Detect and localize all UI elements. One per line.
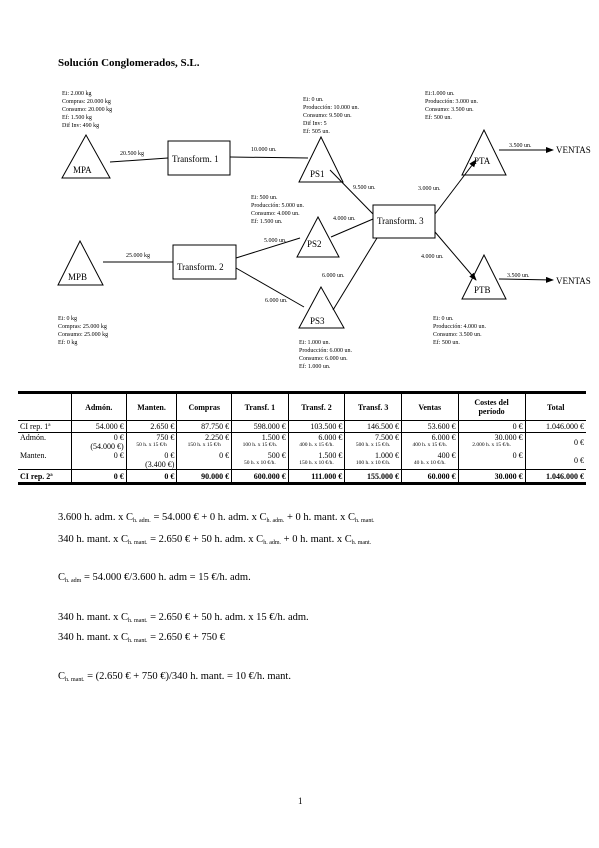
equation-3: Ch. adm = 54.000 €/3.600 h. adm = 15 €/h… (58, 572, 251, 584)
svg-text:Producción: 6.000 un.: Producción: 6.000 un. (299, 348, 352, 354)
flow-t3-pta: 3.000 un. (418, 186, 441, 192)
ptb-notes: Ei: 0 un. Producción: 4.000 un. Consumo:… (433, 316, 486, 346)
svg-text:Consumo: 4.000 un.: Consumo: 4.000 un. (251, 211, 300, 217)
ps3-notes: Ei: 1.000 un. Producción: 6.000 un. Cons… (299, 340, 352, 370)
page-number: 1 (298, 796, 303, 806)
flow-t3-ptb: 4.000 un. (421, 254, 444, 260)
mpb-label: MPB (68, 272, 87, 282)
transform-3-label: Transform. 3 (377, 216, 424, 226)
production-flow-diagram: MPA MPB PS1 PS2 PS3 PTA PTB Transform. 1… (57, 91, 591, 370)
pta-triangle (461, 128, 507, 176)
ps3-label: PS3 (310, 316, 325, 326)
equation-1: 3.600 h. adm. x Ch. adm. = 54.000 € + 0 … (58, 512, 375, 524)
ps3-triangle (298, 285, 345, 329)
document-title: Solución Conglomerados, S.L. (58, 57, 200, 69)
mpa-label: MPA (73, 165, 92, 175)
pta-notes: Ei:1.000 un. Producción: 3.000 un. Consu… (425, 91, 478, 121)
transform-1-label: Transform. 1 (172, 154, 219, 164)
svg-text:Ef: 1.500 kg: Ef: 1.500 kg (62, 114, 92, 121)
equation-6: Ch. mant. = (2.650 € + 750 €)/340 h. man… (58, 671, 291, 683)
svg-text:Ei: 0 un.: Ei: 0 un. (303, 97, 324, 103)
svg-text:Consumo: 25.000 kg: Consumo: 25.000 kg (58, 332, 108, 338)
ventas-label-b: VENTAS (556, 276, 591, 286)
flow-ps3-t3: 6.000 un. (322, 273, 345, 279)
flow-t1-ps1: 10.000 un. (251, 147, 277, 153)
transform-3-box (372, 204, 436, 239)
flow-t2-ps3: 6.000 un. (265, 298, 288, 304)
flow-mpa-t1: 20.500 kg (120, 151, 144, 157)
transform-2-box (172, 244, 237, 280)
ps2-notes: Ei: 500 un. Producción: 5.000 un. Consum… (251, 195, 304, 225)
table-row: CI rep. 2ª 0 € 0 € 90.000 € 600.000 € 11… (18, 469, 586, 485)
equation-4: 340 h. mant. x Ch. mant. = 2.650 € + 50 … (58, 612, 309, 624)
svg-text:Ei:1.000 un.: Ei:1.000 un. (425, 91, 455, 97)
equation-5: 340 h. mant. x Ch. mant. = 2.650 € + 750… (58, 632, 225, 644)
mpb-triangle (57, 239, 104, 286)
table-row: CI rep. 1ª 54.000 € 2.650 € 87.750 € 598… (18, 420, 586, 433)
ps1-label: PS1 (310, 169, 325, 179)
flow-ps2-t3: 4.000 un. (333, 216, 356, 222)
svg-text:Producción: 5.000 un.: Producción: 5.000 un. (251, 203, 304, 209)
svg-text:Consumo: 9.500 un.: Consumo: 9.500 un. (303, 113, 352, 119)
svg-text:Ef: 1.500 un.: Ef: 1.500 un. (251, 218, 283, 225)
svg-text:Producción: 4.000 un.: Producción: 4.000 un. (433, 324, 486, 330)
svg-text:Consumo: 6.000 un.: Consumo: 6.000 un. (299, 356, 348, 362)
svg-text:Producción: 10.000 un.: Producción: 10.000 un. (303, 105, 359, 111)
ps1-notes: Ei: 0 un. Producción: 10.000 un. Consumo… (303, 97, 359, 135)
ps2-label: PS2 (307, 239, 322, 249)
svg-text:Consumo: 3.500 un.: Consumo: 3.500 un. (425, 107, 474, 113)
cost-distribution-table: Admón. Manten. Compras Transf. 1 Transf.… (18, 391, 586, 485)
svg-text:Dif Inv: 5: Dif Inv: 5 (303, 120, 327, 127)
svg-text:Ef: 500 un.: Ef: 500 un. (425, 114, 452, 121)
flow-ps1-t3: 9.500 un. (353, 185, 376, 191)
svg-text:Consumo: 20.000 kg: Consumo: 20.000 kg (62, 107, 112, 113)
svg-text:Ef: 505 un.: Ef: 505 un. (303, 128, 330, 135)
svg-text:Consumo: 3.500 un.: Consumo: 3.500 un. (433, 332, 482, 338)
mpa-triangle (61, 133, 111, 179)
mpb-notes: Ei: 0 kg Compras: 25.000 kg Consumo: 25.… (58, 316, 108, 346)
table-header-row: Admón. Manten. Compras Transf. 1 Transf.… (18, 391, 586, 421)
flow-pta-ventas: 3.500 un. (509, 143, 532, 149)
table-row: Manten. 0 € 0 €(3.400 €) 0 € 500 €50 h. … (18, 451, 584, 470)
svg-text:Ef: 1.000 un.: Ef: 1.000 un. (299, 363, 331, 370)
svg-text:Ei: 500 un.: Ei: 500 un. (251, 195, 278, 201)
flow-ptb-ventas: 3.500 un. (507, 273, 530, 279)
svg-text:Compras: 25.000 kg: Compras: 25.000 kg (58, 324, 107, 330)
svg-text:Ei: 0 kg: Ei: 0 kg (58, 316, 77, 322)
flow-mpb-t2: 25.000 kg (126, 253, 150, 259)
svg-text:Ei: 1.000 un.: Ei: 1.000 un. (299, 340, 330, 346)
transform-2-label: Transform. 2 (177, 262, 224, 272)
mpa-notes: Ei: 2.000 kg Compras: 20.000 kg Consumo:… (62, 91, 112, 129)
ps2-triangle (296, 215, 340, 258)
pta-label: PTA (474, 156, 491, 166)
ptb-label: PTB (474, 285, 491, 295)
svg-text:Compras: 20.000 kg: Compras: 20.000 kg (62, 99, 111, 105)
svg-text:Dif Inv: 490 kg: Dif Inv: 490 kg (62, 122, 99, 129)
ventas-label-a: VENTAS (556, 145, 591, 155)
svg-text:Ef: 500 un.: Ef: 500 un. (433, 339, 460, 346)
equation-2: 340 h. mant. x Ch. mant. = 2.650 € + 50 … (58, 534, 372, 546)
flow-t2-ps2: 5.000 un. (264, 238, 287, 244)
svg-text:Ef: 0 kg: Ef: 0 kg (58, 339, 77, 346)
svg-text:Ei: 0 un.: Ei: 0 un. (433, 316, 454, 322)
svg-text:Producción: 3.000 un.: Producción: 3.000 un. (425, 99, 478, 105)
svg-text:Ei: 2.000 kg: Ei: 2.000 kg (62, 91, 92, 97)
table-row: Admón. 0 €(54.000 €) 750 €50 h. x 15 €/h… (18, 432, 584, 451)
ps1-triangle (298, 135, 344, 183)
transform-1-box (167, 140, 231, 176)
